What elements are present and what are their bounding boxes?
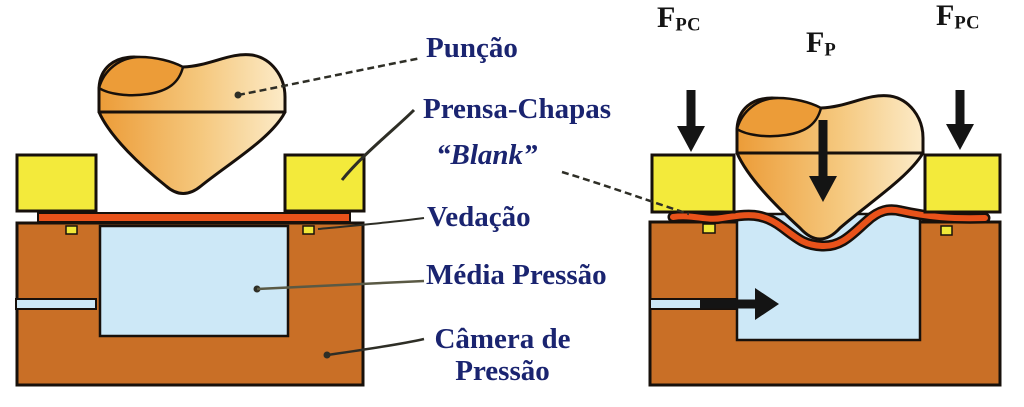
left-punch-swirl (97, 55, 185, 97)
left-fluid-chamber (98, 224, 290, 338)
fluid-inlet-arrow-icon (700, 288, 779, 320)
right-tool-setup (648, 90, 1002, 387)
label-puncao: Punção (426, 32, 518, 64)
left-seal-right (302, 225, 315, 235)
leader-lines (234, 56, 690, 359)
force-subscript: PC (675, 14, 702, 36)
left-punch-cone (97, 110, 287, 195)
left-seal-left (65, 225, 78, 235)
right-seal-left (702, 223, 716, 234)
force-symbol: F (806, 26, 825, 59)
right-blank-sheet (667, 204, 991, 252)
force-symbol: F (936, 0, 955, 32)
blank-leader-line (561, 170, 690, 216)
vedacao-leader-line (317, 217, 425, 230)
left-blank-holder-left (15, 153, 98, 213)
camera-leader-line (326, 337, 425, 357)
force-symbol: F (657, 1, 676, 34)
right-punch (735, 94, 925, 241)
left-punch (97, 53, 287, 195)
right-punch-cone (735, 151, 925, 241)
force-subscript: PC (954, 12, 981, 34)
force-subscript: P (824, 39, 837, 61)
label-vedacao: Vedação (427, 201, 531, 233)
left-inlet-channel (15, 298, 97, 310)
prensa-chapas-leader-line (340, 108, 416, 181)
right-blank-holder-left (650, 153, 736, 214)
force-label-fp-center: FP (806, 27, 836, 66)
right-punch-swirl (735, 96, 823, 138)
right-seal-right (940, 225, 953, 236)
left-blank-sheet (37, 212, 351, 223)
puncao-leader-line (237, 56, 422, 97)
label-blank: “Blank” (436, 139, 538, 171)
force-label-fpc-left: FPC (657, 2, 701, 41)
media-pressao-leader-line (256, 279, 425, 291)
force-arrow-down-icon-center (809, 120, 837, 202)
label-camera-de-pressao: Câmera de Pressão (434, 323, 571, 387)
force-arrow-down-icon-left (677, 90, 705, 152)
force-label-fpc-right: FPC (936, 0, 980, 39)
right-blank-holder-right (923, 153, 1002, 214)
label-prensa-chapas: Prensa-Chapas (423, 93, 611, 125)
left-tool-setup (15, 53, 366, 387)
left-blank-holder-right (283, 153, 366, 213)
force-arrow-down-icon-right (946, 90, 974, 150)
label-media-pressao: Média Pressão (426, 259, 607, 291)
